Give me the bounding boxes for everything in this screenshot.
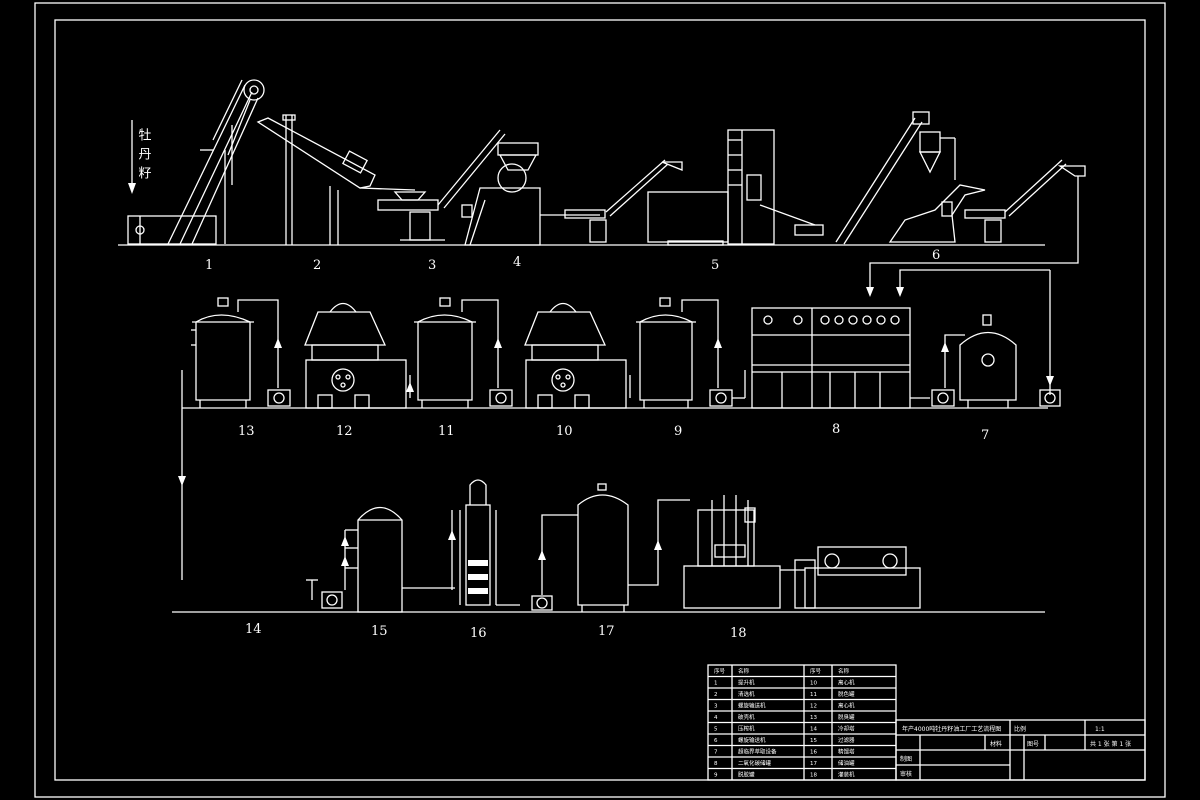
legend-cell: 过滤器 bbox=[838, 736, 855, 744]
drawing-no-label: 图号 bbox=[1027, 741, 1039, 748]
legend-cell: 清选机 bbox=[738, 690, 755, 698]
bucket-elevator bbox=[127, 79, 265, 245]
legend-cell: 8 bbox=[714, 761, 718, 767]
equipment-number-17: 17 bbox=[598, 624, 615, 639]
legend-cell: 离心机 bbox=[838, 679, 855, 687]
title-block: 年产4000吨牡丹籽油工厂工艺流程图 比例 1:1 材料 图号 共 1 张 第 … bbox=[895, 719, 1146, 781]
legend-cell: 二氧化碳储罐 bbox=[738, 759, 772, 767]
legend-cell: 2 bbox=[714, 692, 718, 698]
hopper-conveyor bbox=[564, 159, 683, 243]
legend-cell: 7 bbox=[714, 750, 718, 756]
legend-cell: 18 bbox=[810, 773, 817, 779]
legend-cell: 9 bbox=[714, 773, 718, 779]
legend-header-cell: 名称 bbox=[838, 667, 850, 675]
legend-cell: 5 bbox=[714, 727, 718, 733]
equipment-number-13: 13 bbox=[238, 424, 255, 439]
supercritical-extraction-unit bbox=[751, 307, 930, 409]
sheet-count: 共 1 张 第 1 张 bbox=[1090, 740, 1131, 748]
legend-cell: 3 bbox=[714, 704, 718, 710]
equipment-number-8: 8 bbox=[832, 422, 840, 437]
equipment-number-2: 2 bbox=[313, 258, 321, 273]
legend-cell: 提升机 bbox=[738, 679, 755, 687]
legend-header-cell: 名称 bbox=[738, 667, 750, 675]
design-label: 制图 bbox=[900, 755, 912, 763]
equipment-number-4: 4 bbox=[513, 255, 521, 270]
centrifuge-10 bbox=[524, 302, 631, 409]
legend-cell: 16 bbox=[810, 750, 817, 756]
equipment-number-15: 15 bbox=[371, 624, 388, 639]
equipment-number-10: 10 bbox=[556, 424, 573, 439]
legend-cell: 冷却塔 bbox=[838, 725, 855, 733]
row-3: 14 15 16 17 18 bbox=[172, 479, 1045, 641]
equipment-number-11: 11 bbox=[438, 424, 455, 439]
legend-cell: 17 bbox=[810, 761, 817, 767]
legend-cell: 螺旋输送机 bbox=[738, 702, 766, 710]
row-2: 13 12 11 10 9 8 7 bbox=[178, 297, 1061, 580]
legend-cell: 6 bbox=[714, 738, 718, 744]
screw-conveyor bbox=[377, 129, 506, 241]
co2-tank bbox=[931, 314, 1061, 408]
scale-label: 比例 bbox=[1014, 725, 1026, 733]
scale-value: 1:1 bbox=[1095, 726, 1105, 733]
legend-cell: 1 bbox=[714, 681, 718, 687]
outer-border bbox=[34, 2, 1166, 798]
legend-cell: 12 bbox=[810, 704, 817, 710]
inner-border bbox=[54, 19, 1146, 781]
drawing-title: 年产4000吨牡丹籽油工厂工艺流程图 bbox=[902, 725, 1001, 733]
legend-cell: 10 bbox=[810, 681, 817, 687]
legend-cell: 螺旋输送机 bbox=[738, 736, 766, 744]
row-1: 牡丹籽 bbox=[118, 79, 1086, 273]
legend-cell: 4 bbox=[714, 715, 718, 721]
equipment-number-3: 3 bbox=[428, 258, 436, 273]
equipment-number-18: 18 bbox=[730, 626, 747, 641]
legend-cell: 脱色罐 bbox=[838, 690, 855, 698]
legend-cell: 储油罐 bbox=[838, 759, 855, 767]
filter bbox=[306, 506, 455, 613]
deodorizing-tank bbox=[191, 297, 291, 408]
oil-storage-tank bbox=[531, 483, 690, 612]
oil-press bbox=[647, 129, 824, 246]
legend-cell: 超临界萃取设备 bbox=[738, 748, 777, 756]
legend-cell: 15 bbox=[810, 738, 817, 744]
equipment-number-7: 7 bbox=[981, 428, 989, 443]
material-label-cell: 材料 bbox=[990, 740, 1002, 748]
legend-cell: 精馏塔 bbox=[838, 748, 855, 756]
equipment-number-1: 1 bbox=[205, 258, 213, 273]
legend-header-cell: 序号 bbox=[810, 667, 822, 675]
legend-header-cell: 序号 bbox=[714, 667, 726, 675]
legend-cell: 灌装机 bbox=[838, 771, 855, 779]
filling-machine bbox=[683, 495, 921, 609]
equipment-number-12: 12 bbox=[336, 424, 353, 439]
centrifuge-12 bbox=[304, 302, 414, 409]
legend-cell: 13 bbox=[810, 715, 817, 721]
material-label: 牡丹籽 bbox=[136, 128, 152, 185]
vibrating-screen bbox=[256, 114, 416, 245]
legend-cell: 11 bbox=[810, 692, 817, 698]
bleaching-tank bbox=[414, 297, 513, 408]
distillation-column bbox=[448, 479, 520, 606]
legend-cell: 破壳机 bbox=[738, 713, 755, 721]
legend-cell: 离心机 bbox=[838, 702, 855, 710]
check-label: 审核 bbox=[900, 770, 912, 778]
equipment-number-6: 6 bbox=[932, 248, 940, 263]
legend-cell: 脱臭罐 bbox=[838, 713, 855, 721]
legend-cell: 脱胶罐 bbox=[738, 771, 755, 779]
flow-lines-row1-row2 bbox=[866, 176, 1079, 395]
equipment-number-16: 16 bbox=[470, 626, 487, 641]
equipment-number-5: 5 bbox=[711, 258, 719, 273]
legend-cell: 压榨机 bbox=[738, 725, 755, 733]
equipment-number-14: 14 bbox=[245, 622, 262, 637]
degumming-tank bbox=[636, 297, 746, 408]
equipment-number-9: 9 bbox=[674, 424, 682, 439]
equipment-legend: 序号 名称 序号 名称 1 提升机 10 离心机 2 清选机 11 脱色罐 3 螺旋输送机 12 离心机 4 破壳… bbox=[707, 664, 897, 781]
huller bbox=[461, 142, 600, 246]
solvent-extractor bbox=[835, 111, 1086, 245]
legend-cell: 14 bbox=[810, 727, 817, 733]
